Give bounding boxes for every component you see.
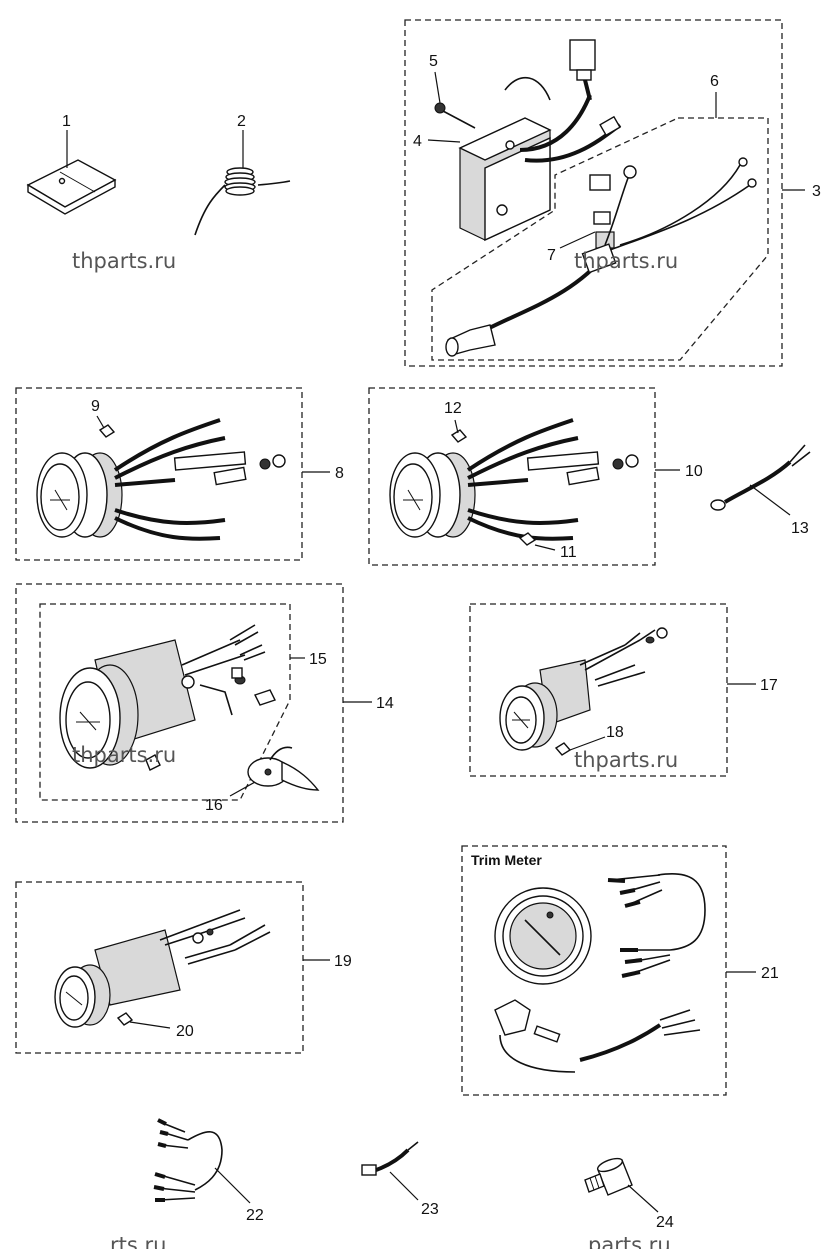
label-20: 20: [176, 1023, 194, 1040]
label-1: 1: [62, 113, 71, 130]
part-19-drawing: [54, 909, 271, 1028]
group-box-14: [15, 583, 344, 823]
label-22: 22: [246, 1207, 264, 1224]
part-2-drawing: [194, 167, 291, 236]
part-13-drawing: [710, 444, 811, 511]
group-box-15: [39, 603, 291, 801]
label-21: 21: [761, 965, 779, 982]
watermark-3: thparts.ru: [72, 743, 176, 767]
part-24-drawing: [584, 1157, 633, 1196]
watermark-4: thparts.ru: [574, 748, 678, 772]
part-23-drawing: [361, 1141, 419, 1176]
part-9-drawing: [98, 424, 116, 438]
watermark-2: thparts.ru: [574, 249, 678, 273]
label-12: 12: [444, 400, 462, 417]
part-16-drawing: [145, 746, 320, 791]
part-8-drawing: [36, 418, 286, 541]
group-box-6: [431, 117, 769, 361]
label-19: 19: [334, 953, 352, 970]
part-17-drawing: [499, 627, 668, 756]
label-5: 5: [429, 53, 438, 70]
leader-lines: [66, 71, 805, 1213]
part-15-drawing: [59, 624, 276, 769]
label-14: 14: [376, 695, 394, 712]
part-6-drawing: [445, 157, 757, 357]
label-16: 16: [205, 797, 223, 814]
watermark-1: thparts.ru: [72, 249, 176, 273]
group-box-10: [368, 387, 656, 566]
group-box-8: [15, 387, 303, 561]
label-8: 8: [335, 465, 344, 482]
part-5-drawing: [434, 102, 476, 129]
label-6: 6: [710, 73, 719, 90]
part-4-drawing: [458, 39, 622, 242]
group-box-21: [461, 845, 727, 1096]
trim-meter-caption: Trim Meter: [471, 852, 542, 868]
label-3: 3: [812, 183, 821, 200]
group-box-3: [404, 19, 783, 367]
label-24: 24: [656, 1214, 674, 1231]
label-17: 17: [760, 677, 778, 694]
label-2: 2: [237, 113, 246, 130]
label-23: 23: [421, 1201, 439, 1218]
label-9: 9: [91, 398, 100, 415]
part-10-drawing: [389, 418, 639, 541]
label-7: 7: [547, 247, 556, 264]
label-4: 4: [413, 133, 422, 150]
label-15: 15: [309, 651, 327, 668]
group-box-19: [15, 881, 304, 1054]
label-18: 18: [606, 724, 624, 741]
label-13: 13: [791, 520, 809, 537]
label-10: 10: [685, 463, 703, 480]
watermark-6: parts.ru: [588, 1233, 671, 1249]
part-22-drawing: [153, 1118, 223, 1202]
part-21-drawing: [494, 873, 706, 1073]
part-11-drawing: [518, 532, 537, 546]
part-12-drawing: [450, 429, 468, 443]
part-7-drawing: [589, 174, 615, 249]
label-11: 11: [560, 544, 577, 561]
part-1-drawing: [26, 159, 117, 215]
group-box-17: [469, 603, 728, 777]
watermark-5: rts.ru: [110, 1233, 166, 1249]
